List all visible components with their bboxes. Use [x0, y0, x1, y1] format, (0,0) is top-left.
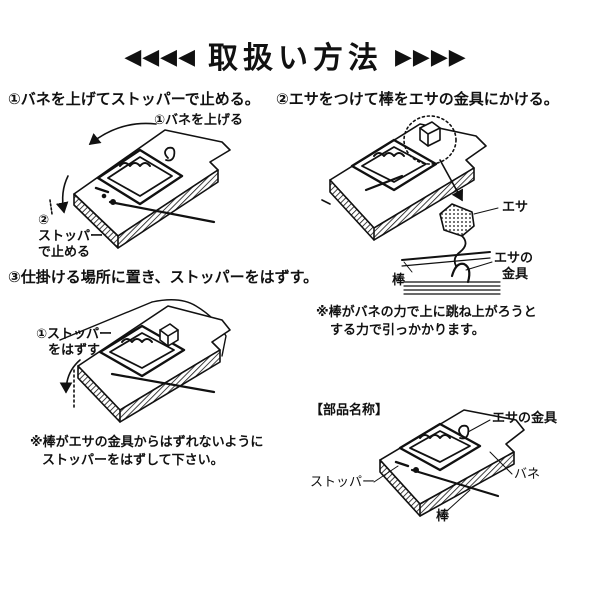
title-text: 取扱い方法 [208, 41, 383, 76]
step2-heading: ②エサをつけて棒をエサの金具にかける。 [276, 90, 559, 108]
page-title: ◀◀◀◀ 取扱い方法 ▶▶▶▶ [0, 44, 591, 74]
step3-label-release-line1: ①ストッパー [36, 327, 113, 342]
step2-note-line2: する力で引っかかります。 [330, 323, 485, 338]
parts-label-stick: 棒 [436, 509, 450, 524]
parts-heading: 【部品名称】 [310, 403, 389, 418]
step3-note-line2: ストッパーをはずして下さい。 [42, 453, 224, 468]
step1-heading: ①バネを上げてストッパーで止める。 [8, 90, 260, 108]
parts-label-spring: バネ [514, 467, 541, 482]
parts-label-bait-hook: エサの金具 [492, 411, 558, 426]
step1-label-stop-line2: で止める [38, 245, 91, 260]
step1-label-raise: ①バネを上げる [154, 113, 244, 128]
right-arrows-icon: ▶▶▶▶ [395, 45, 467, 70]
left-arrows-icon: ◀◀◀◀ [124, 45, 196, 70]
step2-label-bait: エサ [502, 200, 529, 215]
step3-note-line1: ※棒がエサの金具からはずれないように [30, 435, 264, 450]
step2-note-line1: ※棒がバネの力で上に跳ね上がろうと [316, 305, 537, 320]
step2-label-bait-hook-line2: 金具 [502, 267, 529, 282]
step3-heading: ③仕掛ける場所に置き、ストッパーをはずす。 [8, 268, 319, 286]
step2-label-bait-hook-line1: エサの [494, 251, 534, 266]
trap-step1 [73, 129, 231, 249]
bait-detail [401, 203, 501, 295]
parts-label-stopper: ストッパー [310, 475, 376, 490]
step2-label-stick: 棒 [392, 273, 406, 288]
trap-step2 [321, 121, 487, 241]
trap-parts [379, 409, 525, 517]
trap-step3 [59, 299, 231, 423]
step3-label-release-line2: をはずす [48, 343, 101, 358]
step1-label-stop-num: ② [38, 213, 50, 228]
step1-label-stop-line1: ストッパー [38, 229, 104, 244]
